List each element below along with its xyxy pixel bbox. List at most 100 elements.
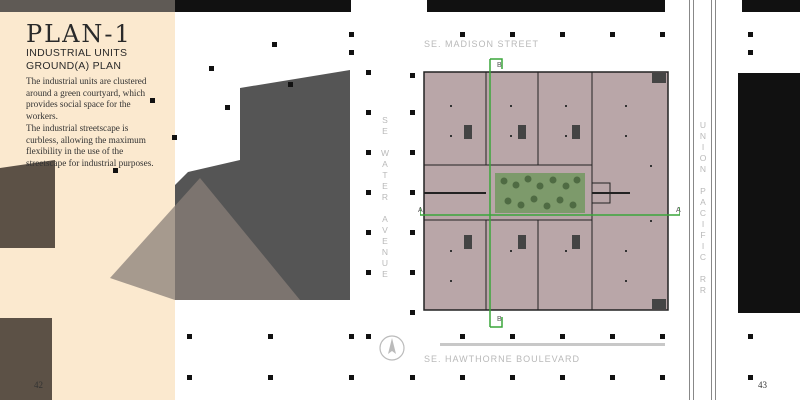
grid-dot [366, 190, 371, 195]
street-label-char: N [699, 131, 707, 141]
street-label-char [380, 137, 390, 148]
grid-dot [460, 334, 465, 339]
scatter-dot [150, 98, 155, 103]
railroad-tracks [687, 0, 717, 400]
street-label-char: C [699, 208, 707, 218]
scatter-dot [209, 66, 214, 71]
structural-columns [450, 105, 652, 282]
street-label-char: U [699, 120, 707, 130]
rail-line [711, 0, 712, 400]
grid-dot [366, 334, 371, 339]
grid-dot [410, 230, 415, 235]
grid-dot [187, 375, 192, 380]
street-label-char: A [382, 214, 388, 224]
scatter-dot [113, 168, 118, 173]
rail-line [693, 0, 694, 400]
street-label-char: T [382, 170, 388, 180]
grid-dot [460, 375, 465, 380]
grid-dot [510, 334, 515, 339]
grid-dot [410, 310, 415, 315]
grid-dot [660, 375, 665, 380]
street-label-char: E [382, 181, 388, 191]
plan-subtitle: INDUSTRIAL UNITS GROUND(A) PLAN [26, 47, 127, 73]
street-label-char [698, 175, 708, 186]
section-mark-b-top: B [497, 62, 502, 69]
grid-dot [748, 375, 753, 380]
abstract-shapes [0, 70, 350, 400]
right-page: SE. MADISON STREET SE. HAWTHORNE BOULEVA… [366, 0, 800, 400]
grid-dot [349, 32, 354, 37]
stair-cores [464, 73, 666, 309]
street-label-char: R [699, 285, 707, 295]
subtitle-line-2: GROUND(A) PLAN [26, 60, 122, 72]
street-label-hawthorne: SE. HAWTHORNE BOULEVARD [424, 354, 581, 364]
north-arrow-icon [379, 335, 405, 361]
street-label-char: A [382, 159, 388, 169]
top-black-band [175, 0, 351, 12]
scatter-dot [225, 105, 230, 110]
grid-dot [560, 375, 565, 380]
street-label-char: N [381, 247, 389, 257]
street-label-char: I [701, 241, 705, 251]
top-black-band-right [427, 0, 665, 12]
street-label-char: W [380, 148, 390, 158]
section-mark-a-left: A [418, 207, 423, 214]
grid-dot [610, 32, 615, 37]
floor-plan [420, 58, 680, 328]
grid-dot [460, 32, 465, 37]
grid-dot [349, 334, 354, 339]
courtyard-trees [500, 175, 581, 210]
grid-dot [660, 32, 665, 37]
scatter-dot [172, 135, 177, 140]
street-label-char: F [700, 230, 706, 240]
street-label-char: I [701, 142, 705, 152]
street-label-char [698, 263, 708, 274]
grid-dot [268, 334, 273, 339]
brown-translucent-triangle [110, 178, 300, 300]
grid-dot [510, 32, 515, 37]
scatter-dot [272, 42, 277, 47]
street-label-char: V [382, 225, 388, 235]
street-label-madison: SE. MADISON STREET [424, 39, 540, 49]
grid-dot [268, 375, 273, 380]
grid-dot [410, 150, 415, 155]
street-label-char: R [699, 274, 707, 284]
street-label-char [380, 203, 390, 214]
grid-dot [748, 334, 753, 339]
grid-dot [510, 375, 515, 380]
street-label-char: E [382, 269, 388, 279]
grid-dot [610, 334, 615, 339]
page-title: PLAN-1 [26, 20, 132, 48]
grid-dot [748, 50, 753, 55]
grid-dot [560, 334, 565, 339]
grid-dot [410, 270, 415, 275]
scale-bar [440, 343, 665, 346]
street-label-char: R [381, 192, 389, 202]
grid-dot [560, 32, 565, 37]
street-label-char: A [700, 197, 706, 207]
subtitle-line-1: INDUSTRIAL UNITS [26, 47, 128, 59]
street-label-char: S [382, 115, 388, 125]
adjacent-building-block [738, 73, 800, 313]
grid-dot [610, 375, 615, 380]
grid-dot [410, 110, 415, 115]
rail-line [689, 0, 690, 400]
section-mark-a-right: A [676, 207, 681, 214]
street-label-char: C [699, 252, 707, 262]
grid-dot [366, 150, 371, 155]
grid-dot [410, 375, 415, 380]
street-label-char: E [382, 236, 388, 246]
scatter-dot [288, 82, 293, 87]
entry-bay [591, 182, 611, 204]
left-page: PLAN-1 INDUSTRIAL UNITS GROUND(A) PLAN T… [0, 0, 354, 400]
page-number-right: 43 [758, 380, 767, 390]
grid-dot [366, 70, 371, 75]
paragraph-streetscape: The industrial streetscape is curbless, … [26, 123, 154, 168]
top-dark-band [0, 0, 175, 12]
grid-dot [349, 50, 354, 55]
grid-dot [410, 190, 415, 195]
page-number-left: 42 [34, 380, 43, 390]
